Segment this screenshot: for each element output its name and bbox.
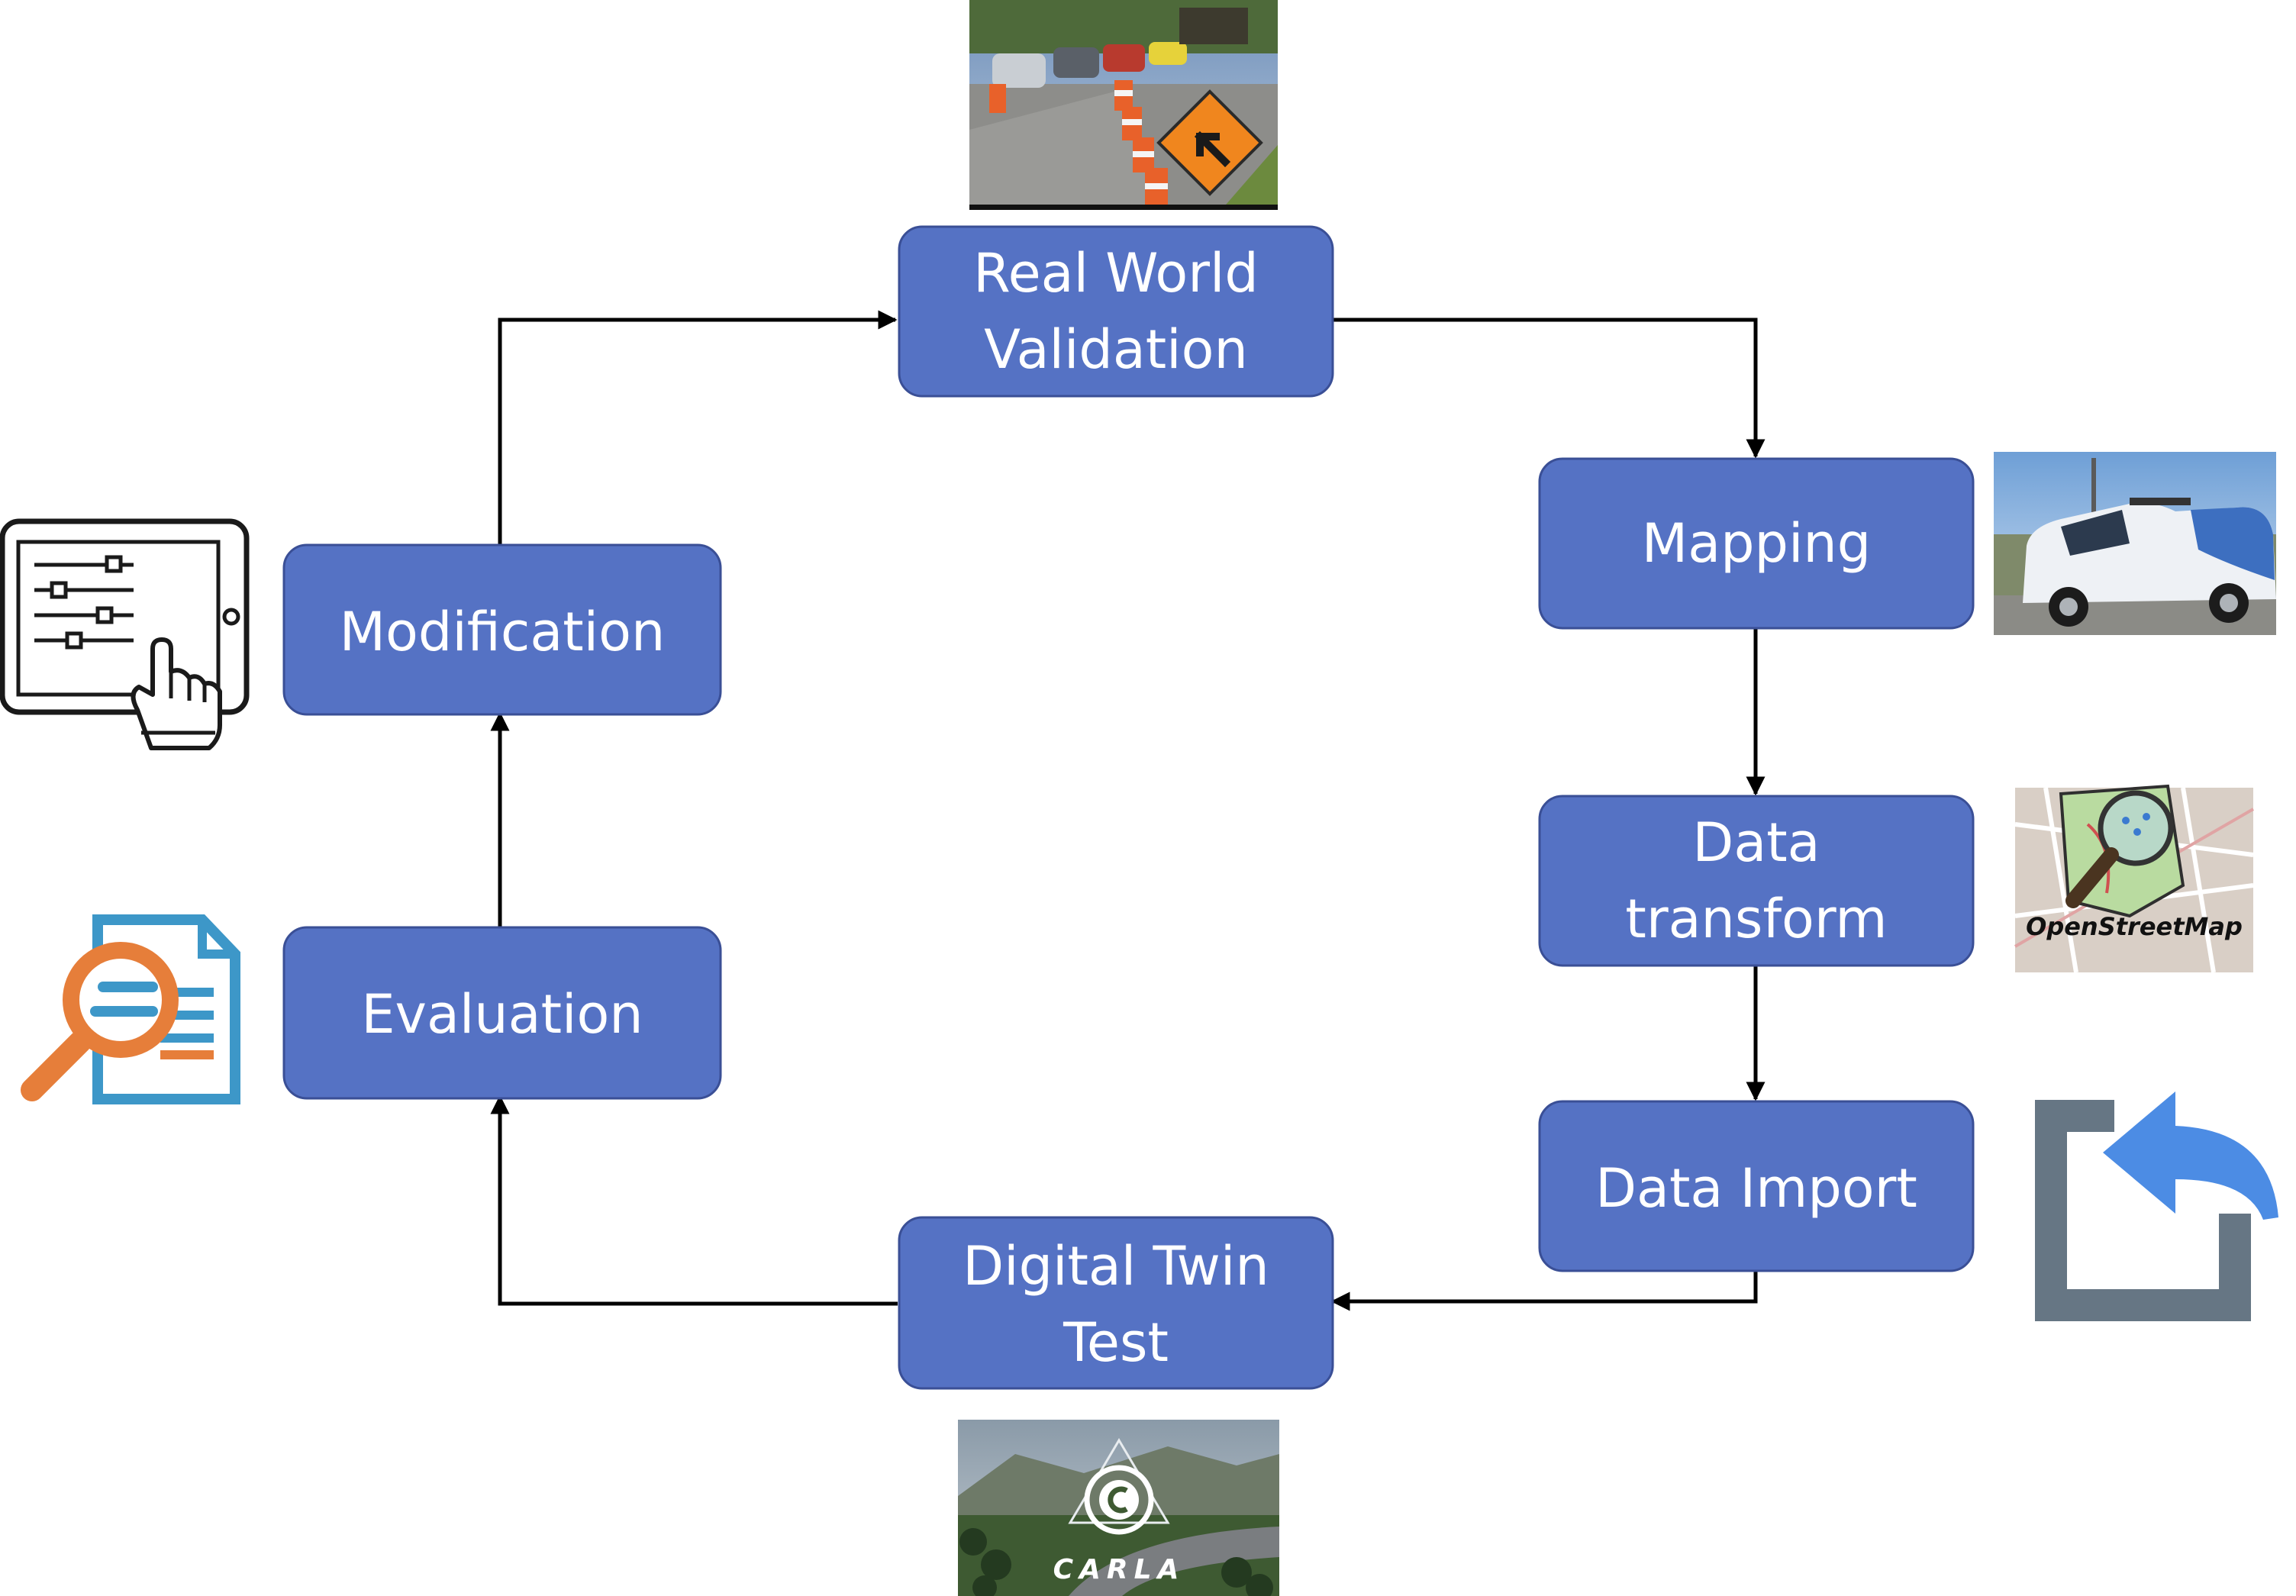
node-evaluation: Evaluation [282,926,722,1100]
edge-validation-to-mapping [1332,318,1766,459]
tablet-sliders-icon [0,518,250,750]
node-label-line: Data [1692,811,1820,874]
carla-logo: CARLA [958,1420,1279,1596]
node-real-world-validation: Real World Validation [898,225,1334,398]
node-mapping: Mapping [1538,457,1975,630]
node-label-line: Modification [340,601,666,663]
mapping-van-photo [1994,452,2276,635]
import-icon [2035,1091,2278,1321]
node-label-line: Data Import [1595,1157,1917,1220]
openstreetmap-logo-text: OpenStreetMap [2026,912,2243,941]
node-label-line: Digital Twin [963,1235,1269,1298]
edge-modification-to-validation [498,310,898,544]
node-modification: Modification [282,543,722,716]
report-search-icon [21,914,240,1104]
node-label-line: Evaluation [361,983,643,1046]
node-label-line: Mapping [1642,512,1871,575]
edge-digital-twin-to-evaluation [490,1095,898,1306]
node-label-line: Test [1063,1311,1169,1374]
edge-data-import-to-digital-twin [1330,1270,1758,1311]
road-work-photo [969,0,1278,210]
node-label-line: Real World [973,242,1259,305]
node-data-transform: Data transform [1538,795,1975,967]
node-label-line: Validation [984,318,1248,381]
node-label-line: transform [1625,888,1887,950]
node-data-import: Data Import [1538,1100,1975,1272]
carla-logo-text: CARLA [1053,1554,1185,1585]
connectors [490,310,1766,1311]
node-digital-twin-test: Digital Twin Test [898,1216,1334,1390]
openstreetmap-logo: OpenStreetMap [2014,784,2254,973]
